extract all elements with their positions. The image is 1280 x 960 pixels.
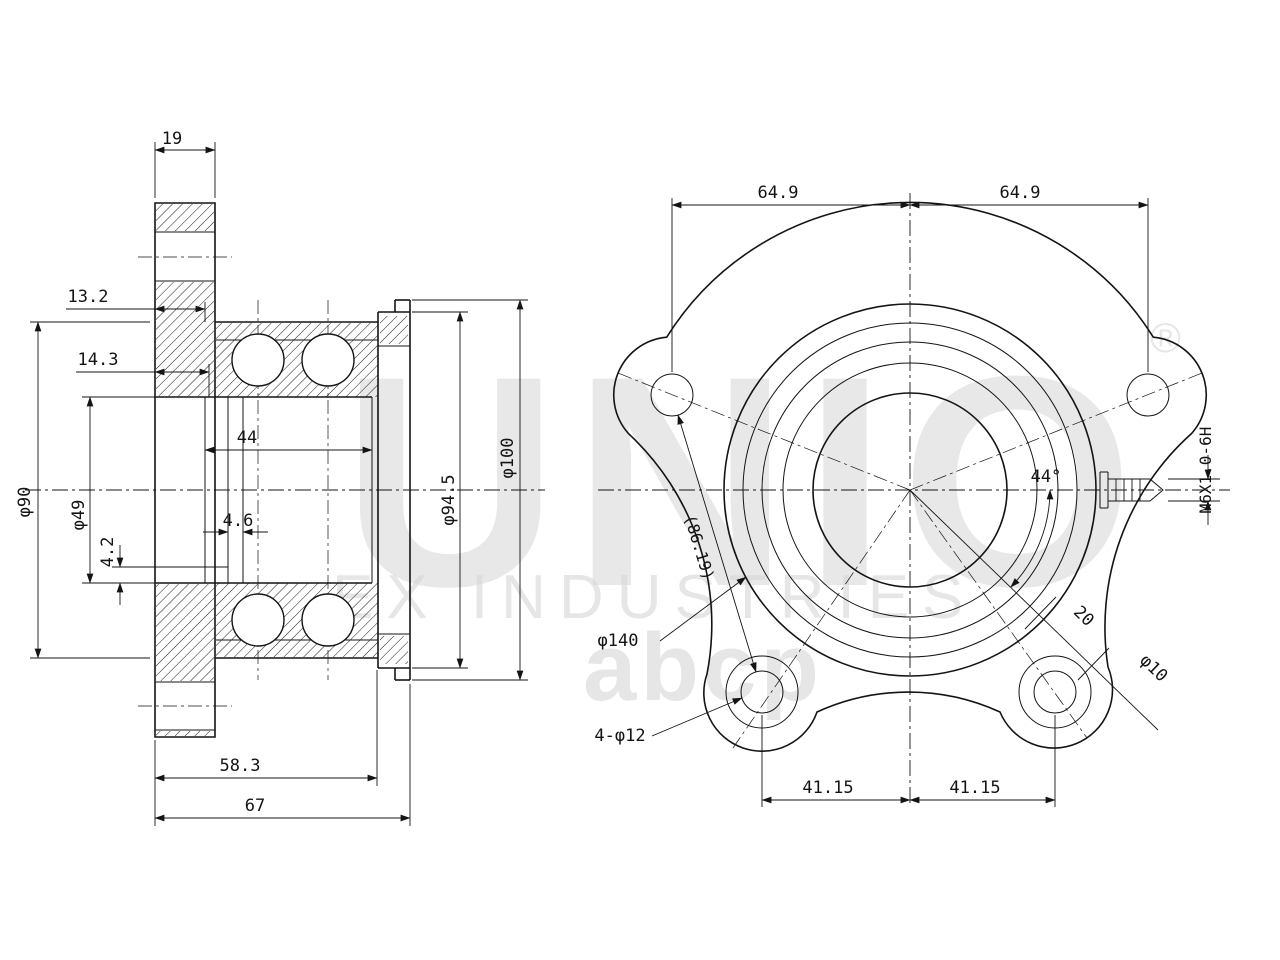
dim-bore-diameter: φ49 <box>69 500 89 531</box>
dim-angle: 44° <box>1031 467 1062 487</box>
dim-total-depth: 67 <box>245 796 265 816</box>
dim-stud-diameter: φ10 <box>1135 651 1171 687</box>
bolt-hole <box>740 670 784 714</box>
dim-outer-diameter: φ100 <box>498 438 518 479</box>
bearing-ball <box>231 593 285 647</box>
bearing-ball <box>301 333 355 387</box>
dim-groove-width: 4.6 <box>223 511 254 531</box>
bearing-ball <box>301 593 355 647</box>
stud-projection <box>1099 471 1164 509</box>
dim-flange-width: 19 <box>162 129 182 149</box>
dim-bearing-offset: 14.3 <box>78 350 119 370</box>
dim-bolt-holes: 4-φ12 <box>594 726 645 746</box>
watermark: UNIO ® EX INDUSTRIES abcp <box>332 313 1181 721</box>
bearing-ball <box>231 333 285 387</box>
watermark-subtitle: EX INDUSTRIES <box>332 563 976 632</box>
dim-step-width: 4.2 <box>98 537 118 568</box>
bolt-hole <box>650 373 694 417</box>
dim-hub-depth: 58.3 <box>220 756 261 776</box>
dim-pitch-left: 64.9 <box>758 183 799 203</box>
flange-front-outline <box>612 201 1208 752</box>
right-view-front <box>598 193 1230 806</box>
center-bore-circle <box>812 392 1008 588</box>
dim-pilot-diameter: φ140 <box>598 631 639 651</box>
dim-pitch-right: 64.9 <box>1000 183 1041 203</box>
flange-outline <box>154 202 216 738</box>
dim-flange-offset: 13.2 <box>68 287 109 307</box>
dim-pitch-bottom-left: 41.15 <box>802 778 853 798</box>
dim-ring-diameter: φ94.5 <box>439 474 459 525</box>
left-view-dimensions: 19 13.2 14.3 44 4.6 4.2 φ49 φ90 <box>15 129 528 826</box>
dim-pitch-bottom-right: 41.15 <box>949 778 1000 798</box>
bolt-hole <box>1033 670 1077 714</box>
dim-hub-diameter: φ90 <box>15 487 35 518</box>
dim-thread-spec: M6X1.0-6H <box>1196 427 1215 514</box>
dim-race-width: 44 <box>237 428 257 448</box>
bolt-hole <box>1126 373 1170 417</box>
